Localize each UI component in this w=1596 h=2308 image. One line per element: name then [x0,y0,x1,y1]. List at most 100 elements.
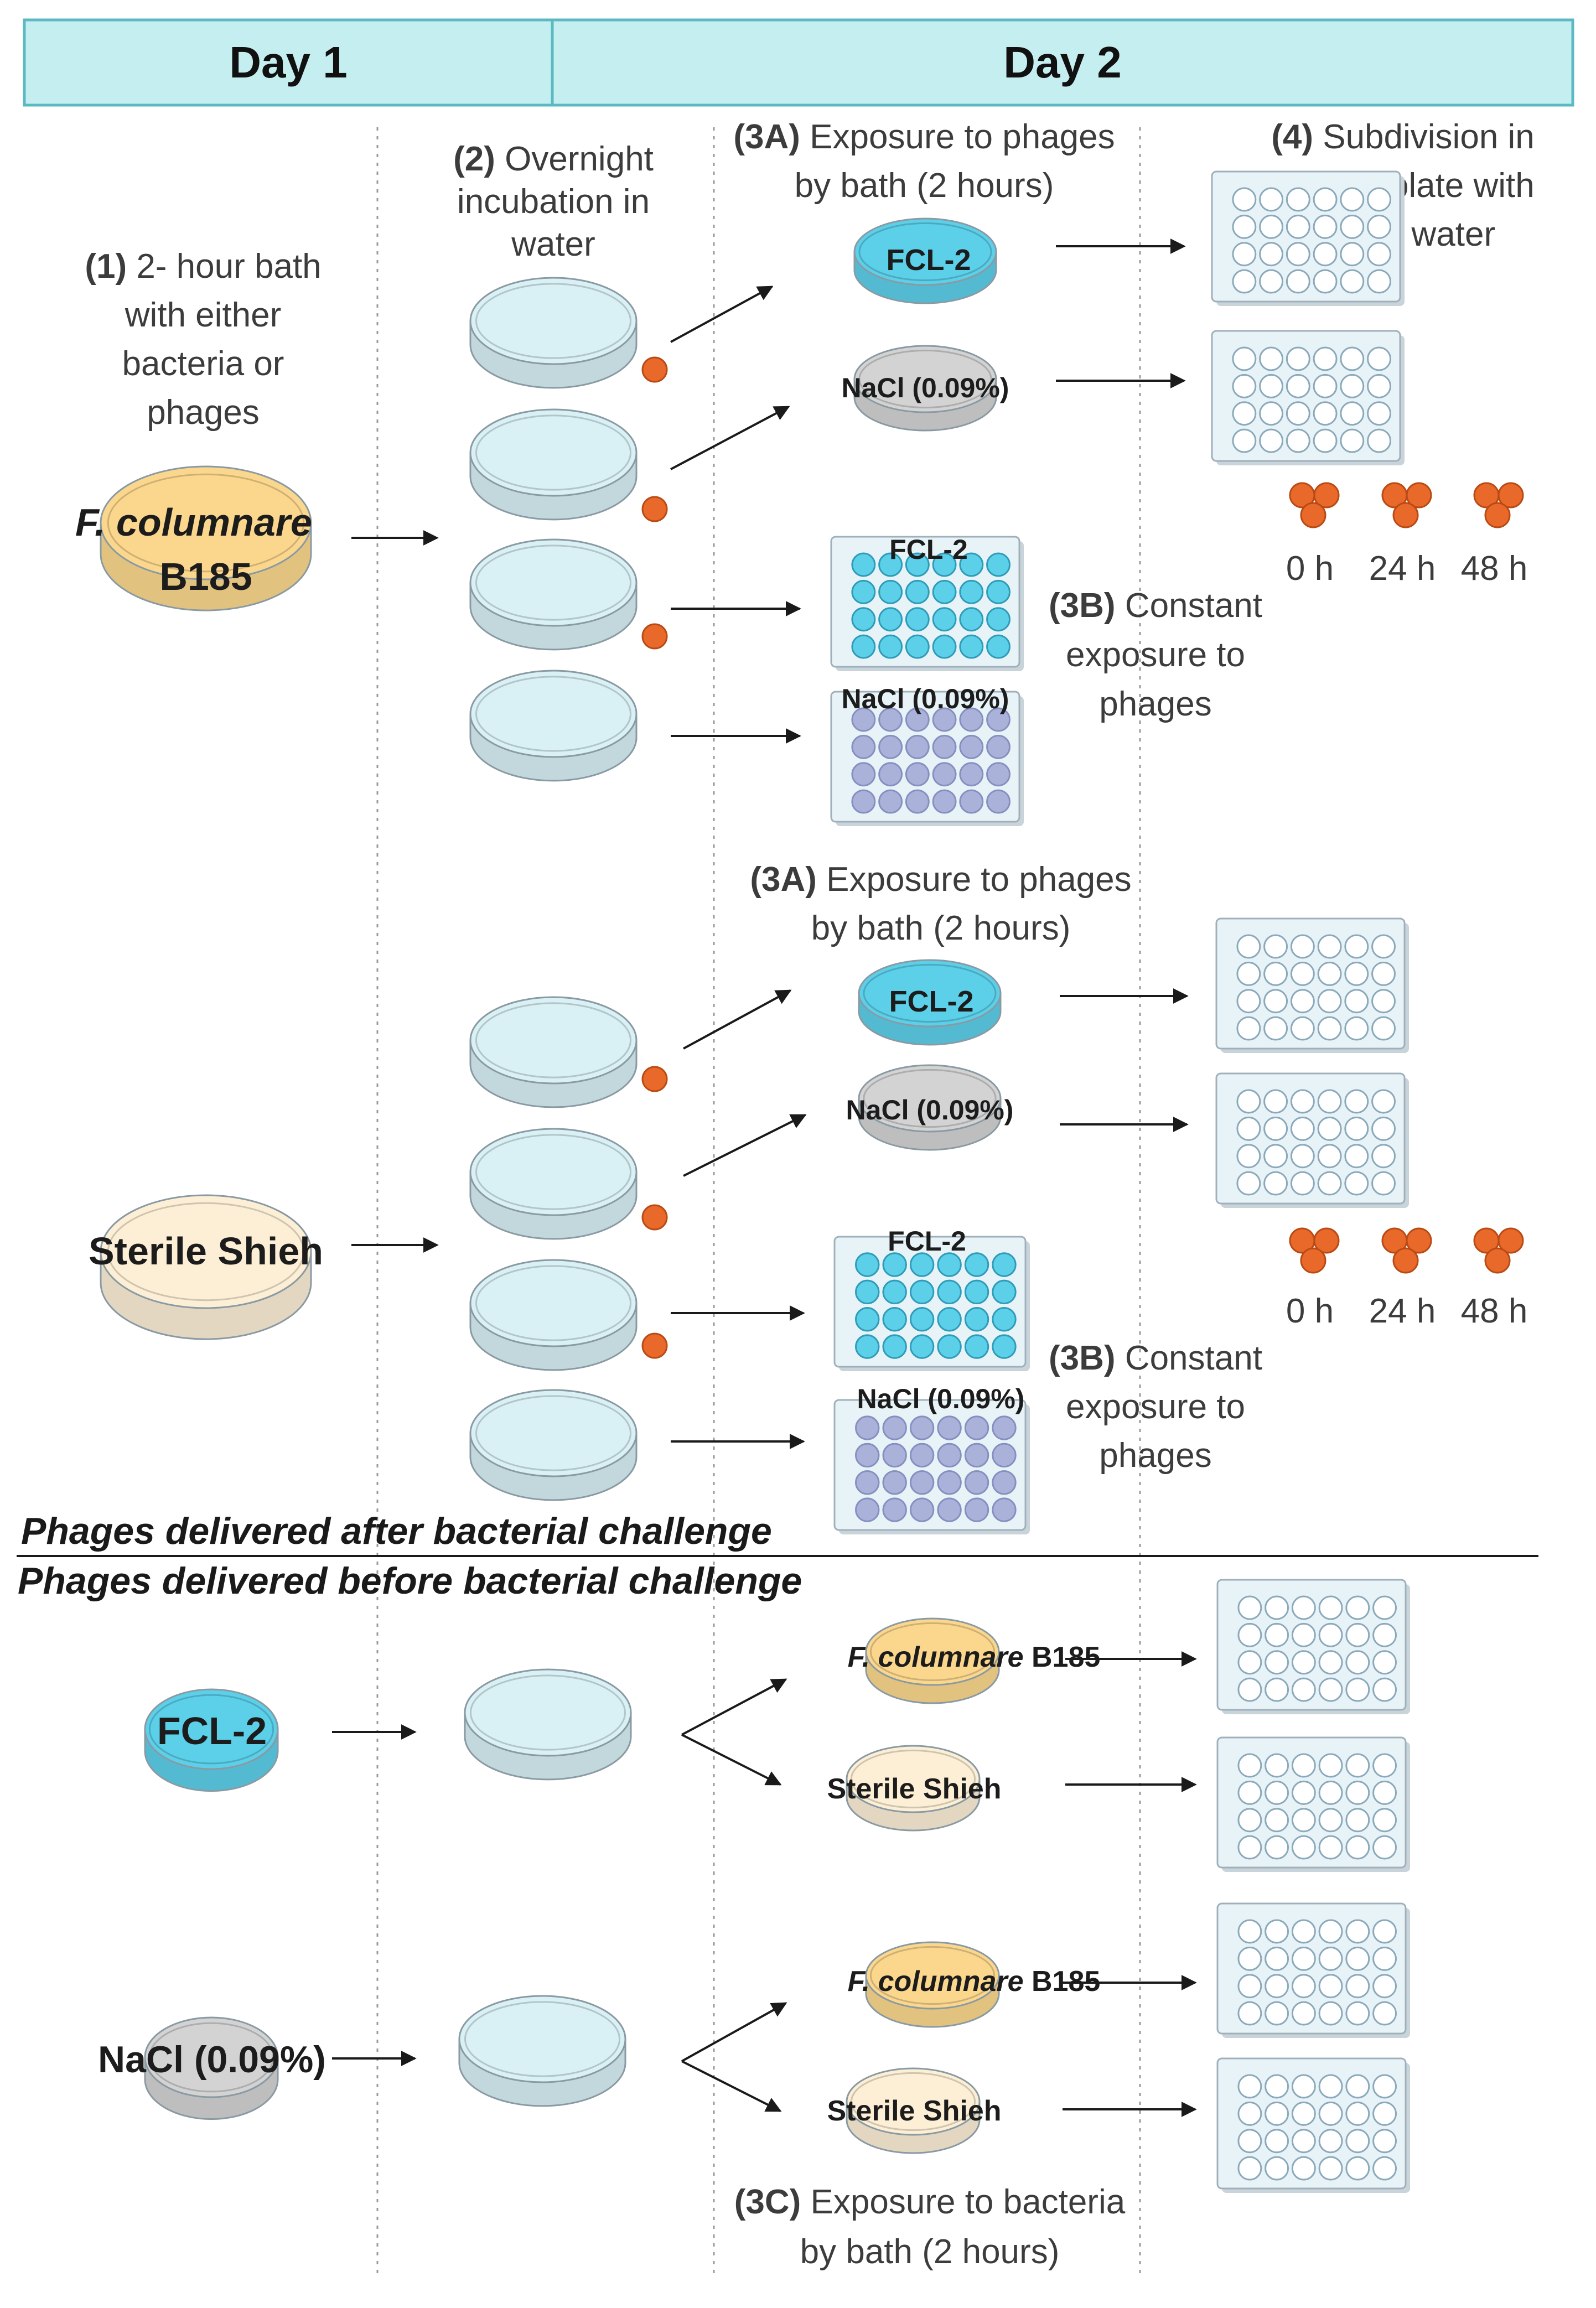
arrow-to-nacl-dish-top [670,406,790,470]
svg-text:by bath (2 hours): by bath (2 hours) [800,2233,1060,2271]
arrow-to-shieh-dish-1 [681,1734,782,1786]
fcolumnare-label: F. columnare [75,501,312,544]
fcolumnare-dish-label-2: F. columnare B185 [848,1965,1101,1998]
header-day1: Day 1 [229,38,347,87]
water-plate-bottom-4 [1216,2057,1410,2193]
header-bar: Day 1 Day 2 [23,18,1574,107]
sterile-shieh-dish-day1 [100,1194,312,1340]
dish-labels: F. columnare B185 Sterile Shieh FCL-2 Na… [75,243,1100,2127]
step-3b-label-top: (3B) Constant exposure to phages [1049,587,1262,723]
arrow-to-fcolumnare-dish-2 [681,2002,787,2062]
svg-text:(4) Subdivision in: (4) Subdivision in [1271,118,1535,156]
water-plate-mid-1 [1215,917,1409,1053]
water-dish-top-2 [469,408,638,521]
water-dish-top-4 [469,670,638,782]
tp-24h-top: 24 h [1369,549,1436,588]
column-separators [376,127,1141,2274]
step-2-label: (2) Overnight incubation in water [453,140,654,263]
fcolumnare-dish-bottom-2 [865,1941,1000,2028]
fish-egg-top-2 [641,496,668,522]
section-divider: Phages delivered after bacterial challen… [17,1510,1538,1602]
shieh-dish-bottom-1 [846,1745,981,1832]
egg-group-0h-mid [1289,1227,1340,1274]
arrow-to-nacl-dish-mid [683,1114,807,1177]
nacl-24well-plate-top [830,691,1024,826]
step-3a-label-top: (3A) Exposure to phages by bath (2 hours… [733,118,1115,205]
egg-group-48h-mid [1473,1227,1524,1274]
fcl2-dish-label-top: FCL-2 [887,243,971,277]
step-1-label: (1) 2- hour bath with either bacteria or… [85,247,321,432]
arrow-to-fcl2-dish-mid [683,989,792,1050]
arrow-to-shieh-dish-2 [681,2060,782,2112]
svg-text:(3A) Exposure to phages: (3A) Exposure to phages [750,860,1131,899]
nacl-dish-day1 [144,2016,279,2120]
water-plate-bottom-1 [1216,1579,1410,1714]
water-dish-bottom-1 [464,1668,632,1781]
svg-text:(2) Overnight: (2) Overnight [453,140,654,178]
fcolumnare-dish-day1 [100,465,312,611]
fcl2-dish-mid [858,959,1002,1046]
nacl-plate-label-top: NaCl (0.09%) [842,683,1009,714]
fcolumnare-dish-label-1: F. columnare B185 [848,1641,1101,1673]
water-plate-top-1 [1211,170,1405,306]
svg-text:(3A) Exposure to phages: (3A) Exposure to phages [733,118,1115,156]
nacl-plate-label-mid: NaCl (0.09%) [857,1383,1025,1414]
tp-48h-top: 48 h [1461,549,1528,588]
header-day1-cell [23,18,554,107]
fcl2-plate-label-mid: FCL-2 [888,1226,966,1257]
fish-egg-mid-1 [641,1066,668,1092]
water-plate-bottom-3 [1216,1902,1410,2038]
svg-text:water: water [511,225,595,263]
fcl2-24well-plate-top [830,536,1024,671]
fish-egg-mid-3 [641,1332,668,1359]
fcl2-dish-top [853,217,997,304]
fcl2-dish-label-mid: FCL-2 [889,985,974,1018]
fcl2-dish-day1 [144,1688,279,1792]
section-before-label: Phages delivered before bacterial challe… [18,1560,802,1602]
egg-group-24h-top [1381,482,1432,528]
sterile-shieh-dish-label-2: Sterile Shieh [827,2095,1002,2127]
nacl-dish-label-mid: NaCl (0.09%) [846,1095,1014,1126]
sterile-shieh-dish-label-1: Sterile Shieh [827,1773,1002,1805]
water-dish-mid-2 [469,1128,638,1240]
svg-text:(3B) Constant: (3B) Constant [1049,587,1262,625]
arrow-to-fcl2-dish-top [670,286,774,343]
water-dish-top-1 [469,277,638,389]
svg-text:(1) 2- hour bath: (1) 2- hour bath [85,247,321,286]
svg-text:phages: phages [147,393,259,432]
svg-text:phages: phages [1099,1436,1211,1475]
water-dish-mid-4 [469,1389,638,1501]
nacl-label-day1: NaCl (0.09%) [98,2039,326,2081]
fish-egg-top-1 [641,356,668,383]
header-day2: Day 2 [1003,38,1121,87]
nacl-dish-label-top: NaCl (0.09%) [842,372,1009,403]
b185-label: B185 [159,555,252,598]
nacl-dish-top [853,345,997,432]
tp-0h-top: 0 h [1286,549,1334,588]
svg-text:by bath (2 hours): by bath (2 hours) [811,909,1071,947]
egg-group-0h-top [1289,482,1340,528]
svg-text:bacteria or: bacteria or [122,345,284,383]
fish-egg-mid-2 [641,1204,668,1231]
water-dish-top-3 [469,538,638,651]
header-day2-cell [551,18,1574,107]
fcl2-24well-plate-mid [833,1236,1030,1371]
nacl-24well-plate-mid [833,1399,1030,1534]
timepoint-labels-mid: 0 h 24 h 48 h [1286,1292,1527,1330]
water-dish-mid-3 [469,1259,638,1371]
section-after-label: Phages delivered after bacterial challen… [21,1510,772,1552]
tp-24h-mid: 24 h [1369,1292,1436,1330]
tp-0h-mid: 0 h [1286,1292,1334,1330]
svg-text:(3C) Exposure to bacteria: (3C) Exposure to bacteria [734,2183,1126,2221]
nacl-dish-mid [858,1064,1002,1151]
timepoint-labels-top: 0 h 24 h 48 h [1286,549,1527,588]
svg-text:by bath (2 hours): by bath (2 hours) [795,167,1054,205]
svg-text:(3B) Constant: (3B) Constant [1049,1339,1262,1377]
water-plate-top-2 [1211,330,1405,465]
egg-group-48h-top [1473,482,1524,528]
water-plate-bottom-2 [1216,1736,1410,1872]
tp-48h-mid: 48 h [1461,1292,1528,1330]
water-plate-mid-2 [1215,1072,1409,1208]
svg-text:with either: with either [125,296,282,334]
